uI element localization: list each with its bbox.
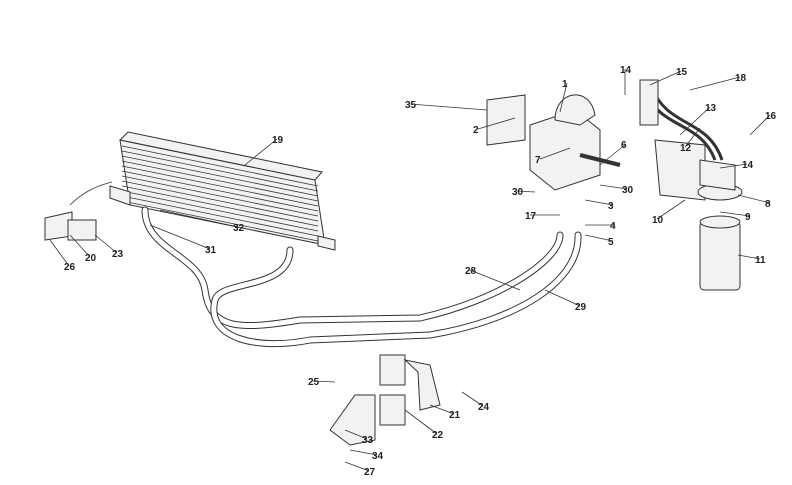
callout-2: 2: [473, 125, 479, 136]
callout-5: 5: [608, 237, 614, 248]
thermostat-housing: [486, 94, 621, 191]
oil-hoses: [141, 206, 582, 348]
leader-line: [461, 391, 484, 407]
oil-filter: [699, 215, 741, 291]
leader-line: [749, 114, 771, 136]
callout-19: 19: [272, 135, 284, 146]
callout-30: 30: [512, 187, 524, 198]
leader-line: [94, 234, 118, 254]
callout-33: 33: [362, 435, 374, 446]
callout-7: 7: [535, 155, 541, 166]
leader-line: [69, 234, 91, 258]
leader-line: [477, 117, 516, 130]
leader-line: [719, 163, 748, 169]
callout-11: 11: [755, 255, 766, 266]
leader-line: [656, 199, 686, 220]
callout-15: 15: [676, 67, 688, 78]
callout-4: 4: [610, 221, 616, 232]
callout-17: 17: [525, 211, 537, 222]
leader-line: [679, 106, 711, 136]
leader-line: [429, 404, 455, 415]
callout-14: 14: [620, 65, 632, 76]
callout-18: 18: [735, 73, 747, 84]
leader-line: [312, 380, 336, 383]
leader-line: [684, 127, 701, 148]
leader-line: [599, 184, 628, 190]
callout-20: 20: [85, 253, 97, 264]
callout-1: 1: [562, 79, 568, 90]
callout-13: 13: [705, 103, 717, 114]
leader-line: [539, 147, 571, 160]
callout-34: 34: [372, 451, 384, 462]
leader-line: [516, 190, 536, 193]
callout-31: 31: [205, 245, 217, 256]
leader-line: [599, 143, 627, 166]
hose-bracket: [329, 354, 441, 446]
leader-line: [344, 461, 370, 472]
callout-16: 16: [765, 111, 777, 122]
leader-line: [544, 289, 581, 307]
leader-line: [469, 269, 521, 291]
leader-line: [244, 138, 278, 166]
leader-line: [737, 254, 761, 260]
callout-8: 8: [765, 199, 771, 210]
leader-line: [689, 76, 741, 91]
callout-35: 35: [405, 100, 417, 111]
leader-line: [719, 211, 751, 217]
leader-line: [559, 82, 568, 113]
leader-line: [349, 449, 378, 456]
callout-12: 12: [680, 143, 692, 154]
callout-32: 32: [233, 223, 245, 234]
callout-30: 30: [622, 185, 634, 196]
callout-24: 24: [478, 402, 490, 413]
callout-25: 25: [308, 377, 320, 388]
leader-line: [737, 194, 771, 204]
callout-23: 23: [112, 249, 124, 260]
callout-3: 3: [608, 201, 614, 212]
callout-29: 29: [575, 302, 587, 313]
callout-21: 21: [449, 410, 461, 421]
callout-26: 26: [64, 262, 76, 273]
callout-10: 10: [652, 215, 664, 226]
leader-line: [159, 209, 239, 228]
leader-line: [149, 224, 211, 250]
leader-line: [409, 103, 488, 111]
callout-28: 28: [465, 266, 477, 277]
leader-line: [584, 199, 614, 206]
oil-cooler-radiator: [109, 131, 336, 251]
leader-line: [584, 234, 614, 242]
filter-adapter: [639, 79, 743, 201]
leader-line: [49, 239, 70, 267]
sensor: [44, 181, 113, 241]
callout-27: 27: [364, 467, 376, 478]
callout-6: 6: [621, 140, 627, 151]
callout-14: 14: [742, 160, 754, 171]
leader-line: [344, 429, 368, 440]
callout-9: 9: [745, 212, 751, 223]
leader-line: [404, 409, 438, 435]
leader-line: [649, 70, 682, 86]
callout-22: 22: [432, 430, 444, 441]
